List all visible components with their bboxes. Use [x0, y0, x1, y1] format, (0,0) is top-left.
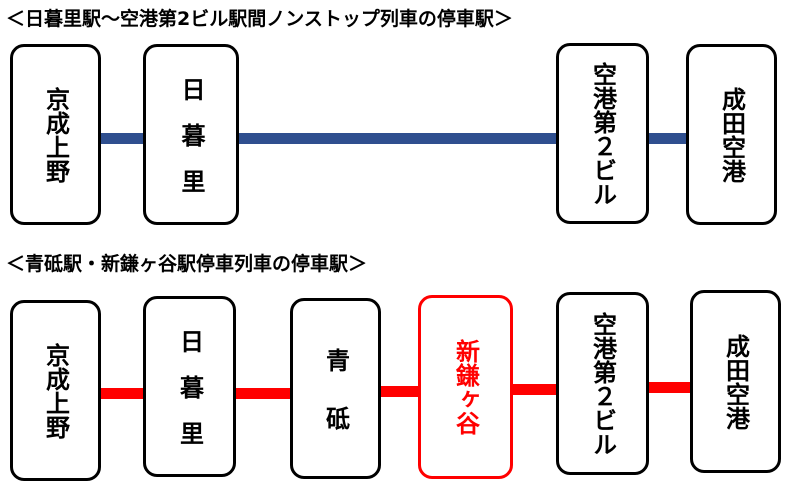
- station-name: 京成上野: [41, 86, 70, 183]
- station-nippori: 日暮里: [143, 296, 236, 477]
- station-name: 空港第２ビル: [588, 311, 617, 456]
- station-shin-kamagaya-highlighted: 新鎌ヶ谷: [418, 295, 513, 479]
- station-name: 京成上野: [41, 342, 70, 439]
- local-route-line: [95, 388, 145, 399]
- station-name: 新鎌ヶ谷: [451, 339, 480, 435]
- station-airport-terminal-2: 空港第２ビル: [556, 292, 649, 475]
- station-name: 成田空港: [721, 333, 750, 430]
- station-name: 日暮里: [177, 76, 205, 215]
- station-nippori: 日暮里: [143, 44, 239, 225]
- station-name: 空港第２ビル: [588, 61, 617, 206]
- local-route-line: [646, 382, 694, 393]
- local-route-line: [510, 384, 560, 395]
- station-keisei-ueno: 京成上野: [10, 300, 101, 481]
- local-title: ＜青砥駅・新鎌ヶ谷駅停車列車の停車駅＞: [6, 253, 368, 275]
- station-keisei-ueno: 京成上野: [10, 44, 101, 225]
- station-name: 成田空港: [717, 86, 746, 183]
- station-aoto: 青砥: [290, 298, 381, 479]
- nonstop-route-line: [95, 133, 695, 144]
- station-narita-airport: 成田空港: [686, 44, 777, 225]
- station-name: 日暮里: [175, 328, 204, 467]
- station-name: 青砥: [321, 347, 350, 464]
- local-route-line: [233, 388, 293, 399]
- nonstop-title: ＜日暮里駅～空港第2ビル駅間ノンストップ列車の停車駅＞: [6, 8, 513, 30]
- station-airport-terminal-2: 空港第２ビル: [556, 43, 649, 224]
- local-route-line: [378, 386, 422, 397]
- station-narita-airport: 成田空港: [690, 290, 781, 473]
